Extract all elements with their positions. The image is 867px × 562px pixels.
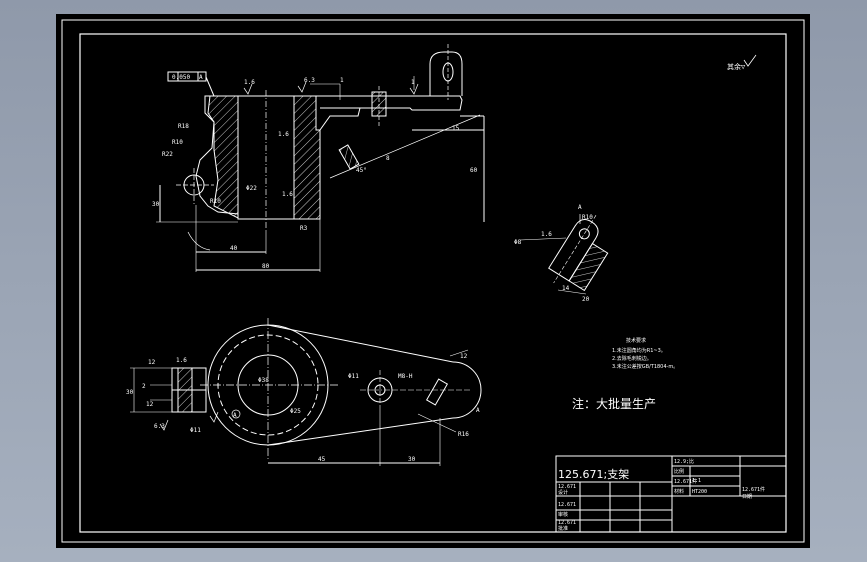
top-view-labels: 1.6 12 2 30 12 6.3 Φ11 A Φ38 Φ25 Φ11 M8-… [126,353,480,463]
svg-text:1:1: 1:1 [692,478,701,484]
svg-text:45: 45 [318,456,326,463]
part-code-name: 125.671;支架 [558,468,629,481]
svg-text:2.去除毛刺锐边。: 2.去除毛刺锐边。 [612,355,652,362]
svg-text:R10: R10 [172,139,183,146]
svg-text:技术要求: 技术要求 [626,337,646,344]
svg-text:1.6: 1.6 [244,79,255,86]
svg-text:R10: R10 [210,198,221,205]
flatness-frame-box [167,71,207,82]
svg-text:1: 1 [411,79,415,86]
roughness-symbol-icon [743,54,757,67]
svg-text:2: 2 [142,383,146,390]
svg-text:12: 12 [148,359,156,366]
svg-text:Φ8: Φ8 [514,239,522,246]
svg-text:1.未注圆角均为R1~3。: 1.未注圆角均为R1~3。 [612,347,666,354]
svg-text:R3: R3 [300,225,308,232]
svg-text:40: 40 [230,245,238,252]
svg-text:Φ11: Φ11 [348,373,359,380]
svg-text:60: 60 [470,167,478,174]
outer-frame [61,19,805,543]
svg-text:12.671: 12.671 [558,520,576,526]
front-body-outline [195,95,463,220]
svg-text:3.未注公差按GB/T1804-m。: 3.未注公差按GB/T1804-m。 [612,363,678,370]
svg-text:12.671: 12.671 [558,484,576,490]
aux-hatch-block [568,242,609,292]
svg-text:12.671: 12.671 [558,502,576,508]
top-view [130,318,482,466]
aux-view [519,214,609,295]
svg-text:1.6: 1.6 [282,191,293,198]
svg-text:设计: 设计 [558,489,568,496]
svg-text:A: A [476,407,480,414]
svg-text:14: 14 [562,285,570,292]
svg-text:1.6: 1.6 [278,131,289,138]
title-block-text: 125.671;支架 12.9;比 12.671件 12.671件 1:1 HT… [558,458,765,532]
svg-text:15: 15 [452,125,460,132]
svg-text:12: 12 [460,353,468,360]
front-hatch-right [293,95,321,220]
svg-text:80: 80 [262,263,270,270]
svg-text:Φ11: Φ11 [190,427,201,434]
svg-text:Φ22: Φ22 [246,185,257,192]
svg-text:R10: R10 [582,214,593,221]
svg-text:Φ25: Φ25 [290,408,301,415]
svg-text:45°: 45° [356,167,367,174]
svg-text:6.3: 6.3 [304,77,315,84]
svg-text:12.671件: 12.671件 [742,486,765,493]
svg-text:6.3: 6.3 [154,423,165,430]
svg-text:12: 12 [146,401,154,408]
title-block [555,455,787,533]
svg-text:R22: R22 [162,151,173,158]
svg-text:0.050: 0.050 [172,74,190,81]
svg-text:A: A [199,74,203,81]
front-pin-section [338,144,360,170]
svg-text:R18: R18 [178,123,189,130]
top-arm-end [452,361,482,419]
tech-requirements: 技术要求 1.未注圆角均为R1~3。 2.去除毛刺锐边。 3.未注公差按GB/T… [612,337,678,370]
svg-text:30: 30 [152,201,160,208]
svg-text:20: 20 [582,296,590,303]
svg-text:12.9;比: 12.9;比 [674,458,694,465]
svg-text:30: 30 [408,456,416,463]
svg-text:批准: 批准 [558,525,568,532]
production-note: 注：大批量生产 [572,396,656,411]
svg-text:12.671件: 12.671件 [674,478,697,485]
top-slot [425,378,449,406]
svg-text:8: 8 [386,155,390,162]
inner-frame [79,33,787,533]
svg-text:比例: 比例 [674,468,684,475]
svg-text:Φ38: Φ38 [258,377,269,384]
front-ear [429,51,463,96]
svg-text:材料: 材料 [674,488,684,495]
svg-text:R16: R16 [458,431,469,438]
drawing-sheet [56,14,810,548]
svg-text:A: A [233,412,237,419]
svg-text:1.6: 1.6 [176,357,187,364]
svg-text:A: A [578,204,582,211]
svg-text:审核: 审核 [558,511,568,518]
roughness-note: 其余▽ [727,62,746,71]
svg-text:M8-H: M8-H [398,373,413,380]
svg-text:30: 30 [126,389,134,396]
svg-text:HT200: HT200 [692,489,707,495]
aux-view-labels: A R10 Φ8 1.6 14 20 [514,204,593,303]
svg-text:1.6: 1.6 [541,231,552,238]
front-view-labels: 0.050 A 1.6 1 1 6.3 R18 R10 R22 R10 30 4… [152,74,478,270]
front-view [156,44,485,272]
svg-text:日期: 日期 [742,494,752,500]
svg-text:1: 1 [340,77,344,84]
